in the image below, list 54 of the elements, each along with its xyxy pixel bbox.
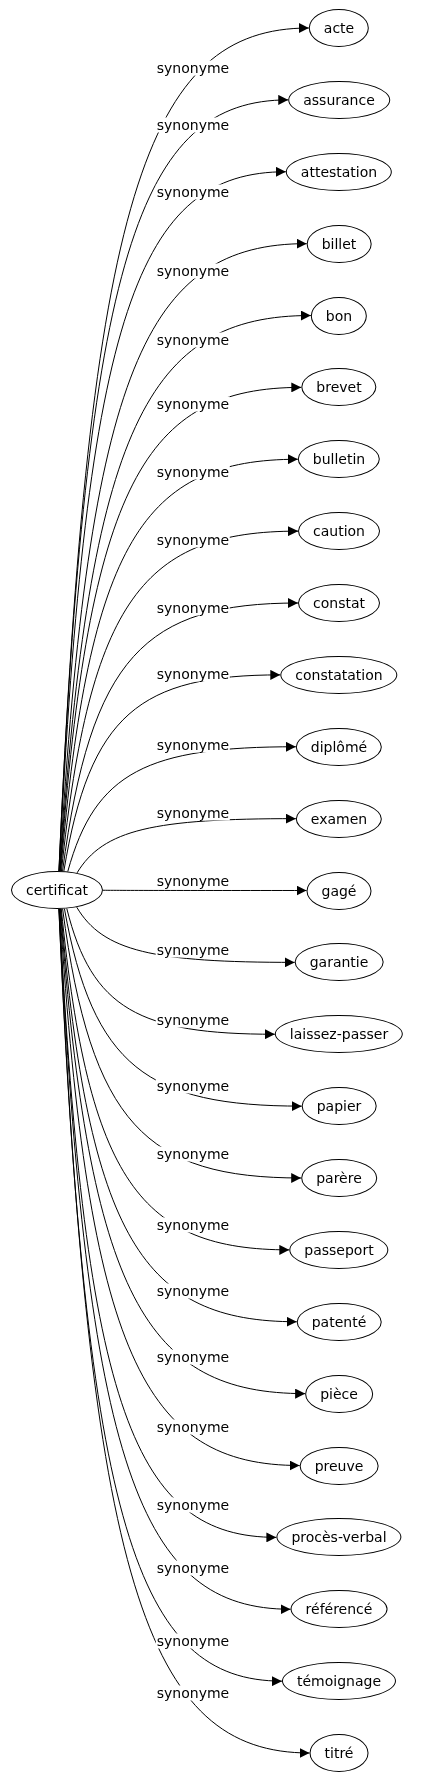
word-ellipse: papier xyxy=(301,1087,377,1126)
word-ellipse: bulletin xyxy=(297,440,381,479)
edge-label: synonyme xyxy=(155,1146,231,1162)
edge-label: synonyme xyxy=(155,60,231,76)
arrow xyxy=(63,908,303,1111)
word-ellipse: garantie xyxy=(294,943,384,982)
arrow xyxy=(60,454,299,872)
arrow xyxy=(62,598,299,872)
edge-label: synonyme xyxy=(155,1217,231,1233)
edge-label: synonyme xyxy=(155,1685,231,1701)
edge-label: synonyme xyxy=(155,1349,231,1364)
edge-label: synonyme xyxy=(155,1560,231,1576)
word-ellipse: constatation xyxy=(280,655,398,694)
word-ellipse: assurance xyxy=(288,80,390,119)
word-ellipse: témoignage xyxy=(282,1662,396,1701)
word-ellipse: certificat xyxy=(11,871,103,909)
word-ellipse: procès-verbal xyxy=(276,1518,402,1557)
arrow xyxy=(60,526,299,872)
arrow xyxy=(62,908,302,1183)
word-ellipse: référencé xyxy=(290,1590,388,1629)
edge-label: synonyme xyxy=(155,1419,231,1435)
word-ellipse: brevet xyxy=(301,368,377,407)
word-ellipse: diplômé xyxy=(295,727,383,766)
word-ellipse: gagé xyxy=(306,871,372,910)
edge-label: synonyme xyxy=(155,1078,231,1094)
edge-label: synonyme xyxy=(155,396,231,412)
arrow xyxy=(60,908,290,1255)
word-ellipse: acte xyxy=(308,9,370,47)
word-ellipse: constat xyxy=(298,584,380,622)
edge-label: synonyme xyxy=(155,1633,231,1649)
word-ellipse: examen xyxy=(295,799,383,838)
edge-label: synonyme xyxy=(155,263,231,279)
word-ellipse: preuve xyxy=(299,1446,379,1485)
word-ellipse: bon xyxy=(310,296,368,335)
arrow xyxy=(63,670,281,872)
word-ellipse: caution xyxy=(298,512,380,551)
arrow xyxy=(66,908,276,1040)
arrow xyxy=(67,741,297,873)
word-ellipse: laissez-passer xyxy=(274,1015,404,1054)
edge-label: synonyme xyxy=(155,1497,231,1513)
edge-label: synonyme xyxy=(155,332,231,348)
arrow xyxy=(102,885,307,896)
edge-label: synonyme xyxy=(155,117,231,133)
word-ellipse: attestation xyxy=(285,152,393,191)
arrow xyxy=(58,908,311,1757)
edge-label: synonyme xyxy=(155,464,231,479)
edge-label: synonyme xyxy=(155,1283,231,1299)
word-ellipse: pièce xyxy=(305,1374,373,1413)
edge-label: synonyme xyxy=(155,184,231,200)
word-ellipse: billet xyxy=(306,224,372,263)
word-ellipse: titré xyxy=(309,1734,369,1772)
word-ellipse: parère xyxy=(301,1159,377,1197)
word-ellipse: passeport xyxy=(289,1230,389,1269)
word-ellipse: patenté xyxy=(296,1302,382,1341)
